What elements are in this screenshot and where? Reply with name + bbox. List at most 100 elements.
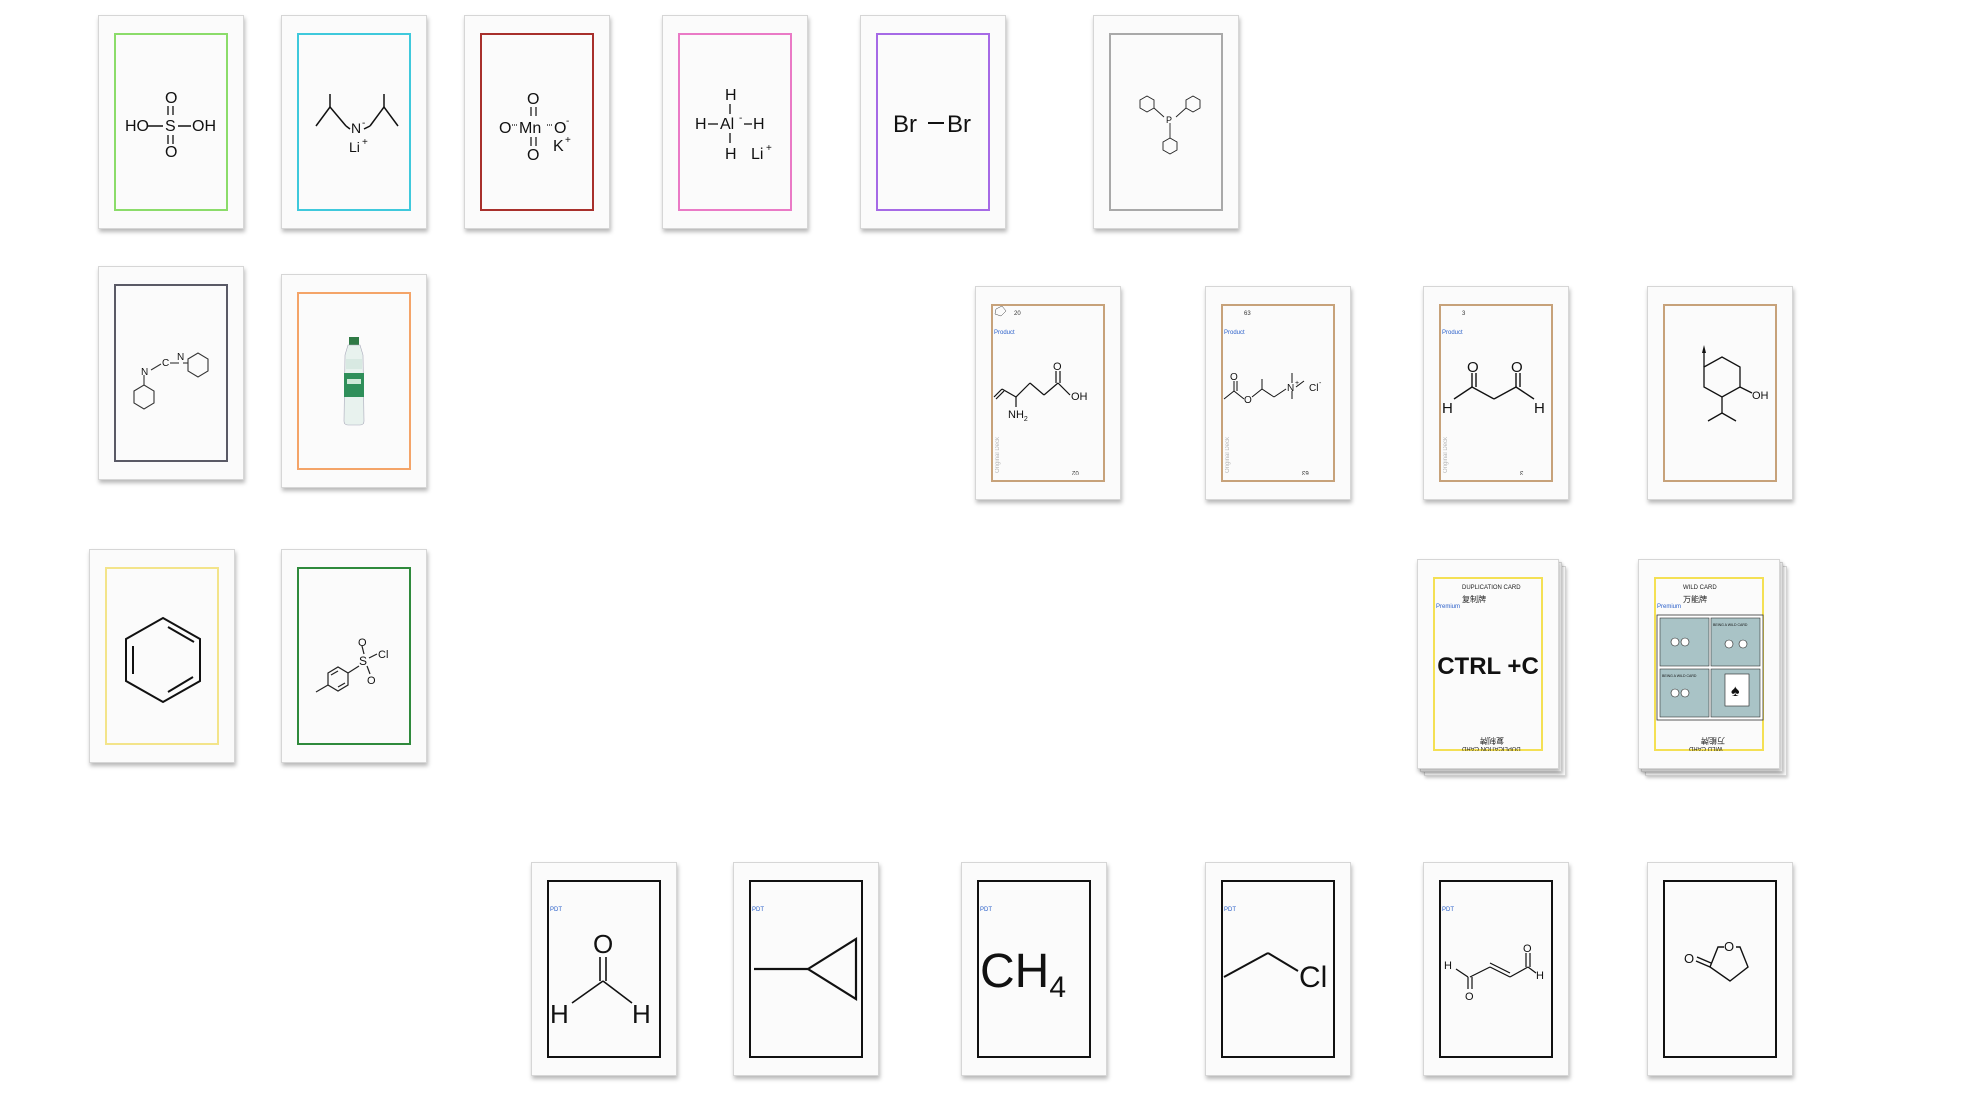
card-benzene[interactable] [89,549,235,763]
choline-structure: O O N + Cl - [1223,372,1322,406]
card-frame [1109,33,1223,211]
sulfuric-acid-structure: HO S OH O O [125,90,216,161]
card-title-en: DUPLICATION CARD [1462,585,1521,591]
lactone-structure: O O [1684,939,1749,982]
card-malondialdehyde[interactable]: 3 Product Original Deck 3 O O H H [1423,286,1569,500]
card-frame [114,284,228,462]
card-water-bottle[interactable] [281,274,427,488]
card-frame [977,880,1091,1058]
card-butyrolactone[interactable]: O O [1647,862,1793,1076]
atom-o-bottom: O [165,144,177,161]
card-methane[interactable]: PDT CH4 [961,862,1107,1076]
lialh4-structure: H H Al - H H Li + [695,87,772,163]
atom-h-left: H [695,116,707,133]
atom-mn: Mn [519,120,541,137]
card-number: 20 [1014,311,1021,317]
bromine-structure: Br Br [893,111,971,138]
card-frame [876,33,990,211]
card-frame [297,567,411,745]
card-title-en: WILD CARD [1683,585,1717,591]
atom-h1: H [1444,960,1452,972]
atom-o: O [593,929,613,959]
card-frame [1663,880,1777,1058]
card-potassium-permanganate[interactable]: O Mn O - O O K + [464,15,610,229]
dcc-structure: N C N [133,352,209,410]
atom-h-right: H [753,116,765,133]
atom-o-right: O [554,120,566,137]
card-tosyl-chloride[interactable]: S O O Cl [281,549,427,763]
formaldehyde-structure: O H H [550,929,651,1029]
water-bottle-icon [343,337,365,426]
card-duplication[interactable]: DUPLICATION CARD 复制牌 Premium CTRL +C 复制牌… [1417,559,1559,769]
card-frame [480,33,594,211]
atom-n2: N [177,352,184,363]
card-dcc[interactable]: N C N [98,266,244,480]
atom-s: S [359,654,367,668]
card-triphenylphosphine[interactable]: P [1093,15,1239,229]
atom-s: S [165,118,176,135]
card-formaldehyde[interactable]: PDT O H H [531,862,677,1076]
fumaraldehyde-structure: H O O H [1444,943,1544,1003]
atom-n: N [351,120,361,136]
charge-cl: - [1319,380,1322,387]
atom-br-right: Br [947,111,971,138]
card-wild[interactable]: WILD CARD 万能牌 Premium ♠ BEING A WILD CAR… [1638,559,1780,769]
benzene-structure [125,616,201,704]
atom-h2: H [1534,400,1545,417]
card-methylcyclopropane[interactable]: PDT [733,862,879,1076]
card-frame [1439,304,1553,482]
card-label: Product [1224,330,1245,336]
methane-formula: CH4 [980,945,1066,1004]
atom-li: Li [349,139,360,155]
atom-ho: HO [125,118,149,135]
card-tier: Premium [1657,604,1682,610]
card-sulfuric-acid[interactable]: HO S OH O O [98,15,244,229]
atom-br-left: Br [893,111,917,138]
wild-card-comic: ♠ BEING A WILD CARD BEING A WILD CARD [1656,614,1764,721]
atom-o: O [1053,361,1062,373]
card-frame [1221,304,1335,482]
card-menthol[interactable]: OH [1647,286,1793,500]
card-lda[interactable]: N - Li + [281,15,427,229]
atom-al: Al [720,116,734,133]
atom-o2: O [1523,943,1532,955]
atom-o1: O [1230,372,1238,383]
lda-structure: N - Li + [315,94,399,155]
atom-n: N [1287,383,1294,394]
atom-o2: O [1511,359,1523,376]
panel-caption-1: BEING A WILD CARD [1713,623,1748,627]
card-tier: Premium [1436,604,1461,610]
charge-k: + [565,135,571,146]
card-frame [678,33,792,211]
card-chloroethane[interactable]: PDT Cl [1205,862,1351,1076]
atom-o-bottom: O [527,147,539,164]
chloroethane-structure: Cl [1223,952,1327,994]
atom-h2: H [632,999,651,1029]
card-title-cn: 万能牌 [1683,595,1707,604]
atom-h1: H [550,999,569,1029]
card-frame [1221,880,1335,1058]
card-frame [297,292,411,470]
card-frame [749,880,863,1058]
card-frame [547,880,661,1058]
card-label: Product [994,330,1015,336]
card-lithium-aluminium-hydride[interactable]: H H Al - H H Li + [662,15,808,229]
atom-o-carbonyl: O [1684,951,1694,966]
charge-al: - [739,113,742,124]
card-label: PDT [752,907,764,913]
card-frame [1433,577,1543,751]
atom-o-ring: O [1724,939,1734,954]
menthol-structure: OH [1702,345,1769,422]
atom-o2: O [367,675,376,687]
atom-cl: Cl [1309,383,1318,394]
charge-n: - [362,118,365,129]
atom-h-bottom: H [725,146,737,163]
card-bromine[interactable]: Br Br [860,15,1006,229]
card-choline-ester[interactable]: 63 Product Original Deck 63 O O N + Cl - [1205,286,1351,500]
malondialdehyde-structure: O O H H [1442,359,1545,417]
spade-icon: ♠ [1731,683,1740,700]
card-amino-acid[interactable]: 20 Product Original Deck 02 NH2 O OH [975,286,1121,500]
atom-o-top: O [527,91,539,108]
card-fumaraldehyde[interactable]: PDT H O O H [1423,862,1569,1076]
card-label: PDT [550,907,562,913]
